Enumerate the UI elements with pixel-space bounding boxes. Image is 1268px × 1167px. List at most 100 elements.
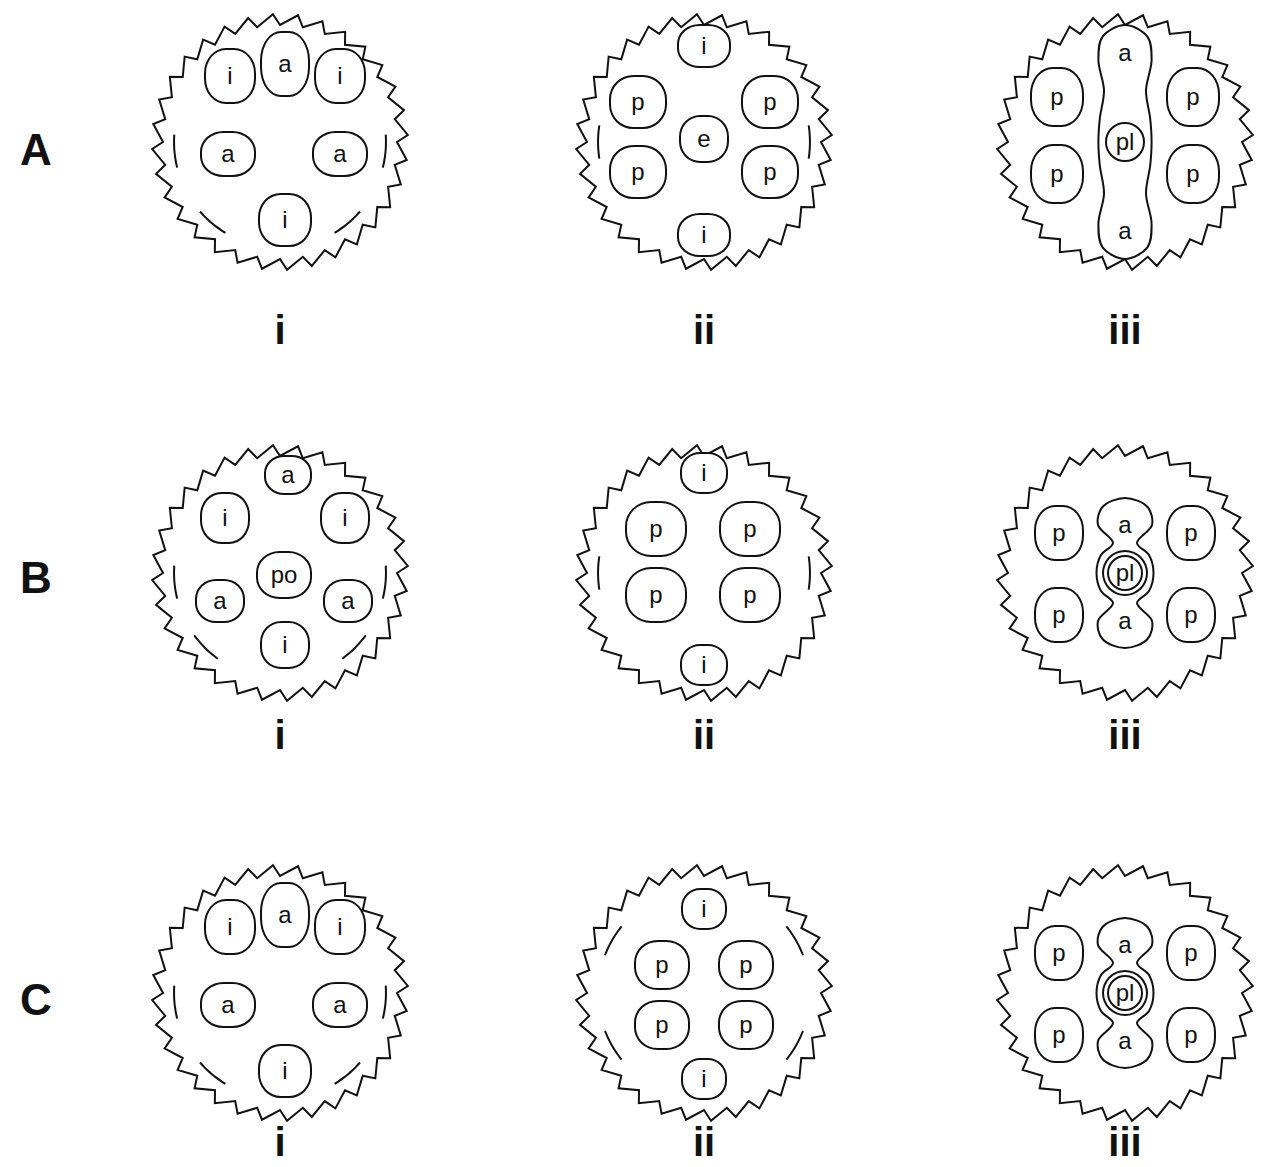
organ-label: a: [221, 991, 234, 1019]
floral-organ: i: [681, 1058, 727, 1100]
floral-organ: po: [256, 551, 312, 599]
floral-organ: a: [200, 982, 256, 1028]
floral-organ: i: [204, 48, 256, 104]
organ-label: p: [1184, 1021, 1197, 1049]
panel-numeral: i: [274, 713, 285, 757]
floral-organ: a: [323, 579, 373, 623]
floral-organ: p: [634, 940, 690, 990]
tissue-arc: [342, 635, 365, 658]
receptacle-outline: [576, 14, 832, 270]
organ-label: p: [1184, 939, 1197, 967]
receptacle-outline: [152, 14, 408, 270]
organ-label: p: [1184, 601, 1197, 629]
tissue-arc: [335, 1063, 360, 1084]
floral-organ: p: [1030, 67, 1084, 127]
ovary-outline-path: [1097, 918, 1154, 1068]
tissue-arc: [174, 566, 177, 599]
organ-label: i: [282, 1057, 287, 1085]
floral-organ: p: [1166, 505, 1216, 561]
floral-organ: p: [718, 940, 774, 990]
organ-label: po: [271, 561, 298, 589]
organ-label: i: [701, 221, 706, 249]
organ-label: p: [1052, 939, 1065, 967]
tissue-arc: [786, 1031, 803, 1060]
floral-organ: p: [634, 1000, 690, 1050]
tissue-arc: [809, 125, 810, 158]
tissue-arc: [809, 556, 810, 589]
floral-organ: p: [1166, 925, 1216, 981]
floral-organ: a: [200, 131, 256, 177]
organ-label: i: [701, 651, 706, 679]
floral-organ: i: [260, 621, 310, 669]
organ-label: a: [281, 461, 294, 489]
organ-label: a: [1118, 511, 1131, 539]
floral-organ: p: [1166, 587, 1216, 643]
floral-organ: p: [741, 145, 799, 199]
organ-label: pl: [1116, 979, 1135, 1007]
placenta-circle: pl: [1107, 555, 1143, 591]
floral-organ: p: [718, 1000, 774, 1050]
ovary-outline-path: [1098, 25, 1151, 259]
organ-label: p: [739, 1011, 752, 1039]
floral-organ: i: [204, 899, 256, 955]
organ-label: p: [649, 581, 662, 609]
tissue-arc: [383, 566, 386, 599]
floral-organ: i: [677, 213, 731, 257]
organ-label: i: [282, 206, 287, 234]
tissue-arc: [598, 556, 599, 589]
organ-label: p: [1052, 519, 1065, 547]
floral-organ: a: [195, 579, 245, 623]
organ-label: p: [631, 88, 644, 116]
panel-numeral: iii: [1108, 1120, 1141, 1164]
floral-organ: i: [680, 644, 728, 686]
floral-organ: p: [1166, 1007, 1216, 1063]
floral-organ: p: [625, 567, 687, 623]
floral-organ: a: [312, 982, 368, 1028]
organ-label: pl: [1116, 128, 1135, 156]
organ-label: p: [655, 951, 668, 979]
organ-label: p: [1052, 601, 1065, 629]
tissue-arc: [605, 926, 622, 955]
floral-organ: i: [314, 48, 366, 104]
panel-numeral: ii: [693, 713, 715, 757]
organ-label: p: [1184, 519, 1197, 547]
panel-numeral: i: [274, 1120, 285, 1164]
receptacle-outline: [152, 865, 408, 1121]
receptacle-outline: [576, 865, 832, 1121]
organ-label: a: [1118, 217, 1131, 245]
organ-label: a: [341, 587, 354, 615]
floral-organ: p: [741, 75, 799, 129]
organ-label: p: [1050, 83, 1063, 111]
organ-label: i: [282, 631, 287, 659]
tissue-arc: [598, 125, 599, 158]
floral-organ: i: [680, 452, 728, 494]
panel-numeral: ii: [693, 1120, 715, 1164]
floral-organ: i: [258, 193, 312, 247]
receptacle-outline: [576, 445, 832, 701]
floral-organ: p: [1166, 144, 1220, 204]
organ-label: p: [1186, 83, 1199, 111]
floral-organ: p: [719, 501, 781, 557]
tissue-arc: [200, 212, 225, 233]
ovary-region: aapl: [1097, 25, 1153, 259]
organ-label: p: [763, 88, 776, 116]
floral-organ: i: [681, 888, 727, 930]
floral-organ: a: [260, 882, 310, 948]
organ-label: i: [701, 459, 706, 487]
organ-label: i: [701, 895, 706, 923]
organ-label: pl: [1116, 559, 1135, 587]
organ-label: i: [222, 504, 227, 532]
organ-label: p: [743, 581, 756, 609]
organ-label: a: [213, 587, 226, 615]
tissue-arc: [200, 1063, 225, 1084]
tissue-arc: [786, 926, 803, 955]
organ-label: a: [1118, 931, 1131, 959]
organ-label: i: [337, 913, 342, 941]
floral-organ: p: [1034, 505, 1084, 561]
floral-organ: e: [679, 115, 729, 163]
organ-label: i: [701, 32, 706, 60]
organ-label: p: [743, 515, 756, 543]
organ-label: a: [333, 991, 346, 1019]
